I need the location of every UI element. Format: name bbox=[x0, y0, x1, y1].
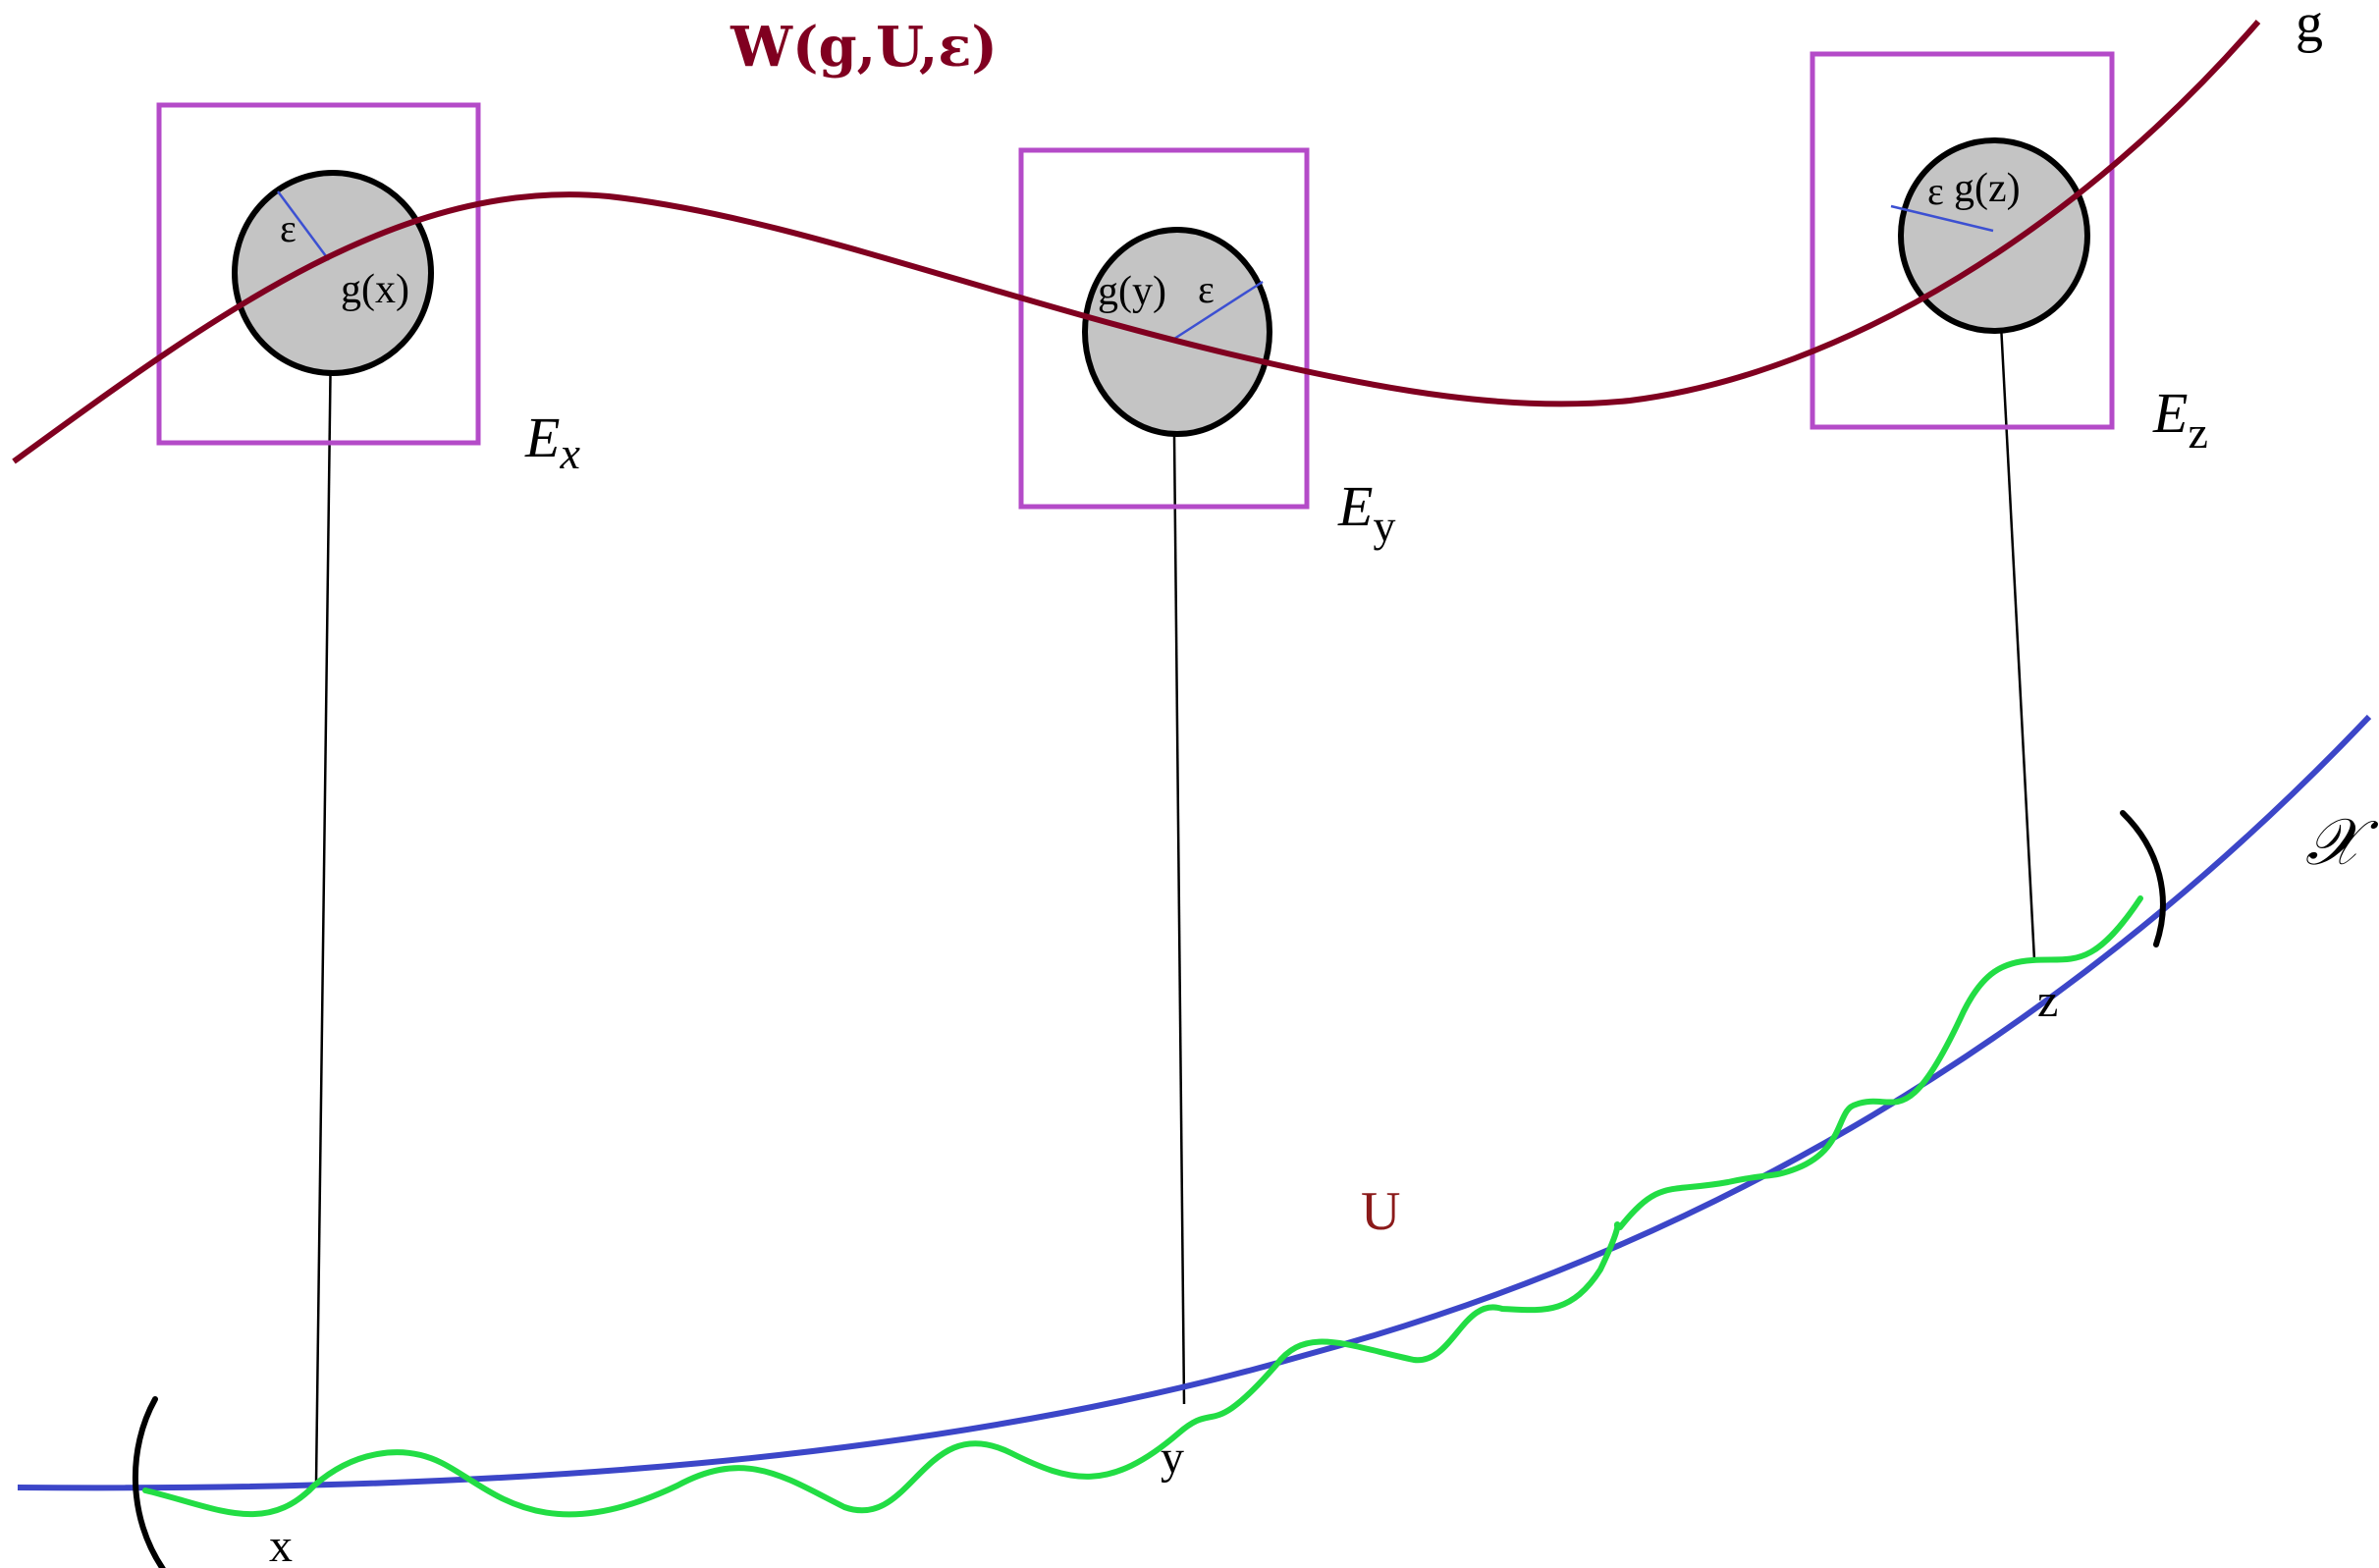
diagram-title: W(g,U,ε) bbox=[730, 15, 998, 80]
gx-label: g(x) bbox=[341, 267, 409, 312]
set-u-wavy-curve bbox=[142, 895, 2143, 1518]
radius-line-x bbox=[276, 190, 331, 261]
e-sub-x: x bbox=[559, 428, 580, 478]
neighborhood-box-z bbox=[1810, 51, 2115, 430]
point-z-label: z bbox=[2037, 975, 2058, 1027]
neighborhood-box-x bbox=[156, 102, 481, 446]
e-letter-x: E bbox=[524, 406, 560, 469]
neighborhood-box-y bbox=[1018, 147, 1310, 510]
projection-line-x bbox=[314, 259, 334, 1484]
projection-line-y bbox=[1171, 338, 1186, 1405]
epsilon-label-x: ε bbox=[280, 206, 297, 250]
set-u-label: U bbox=[1361, 1181, 1400, 1242]
e-sub-y: y bbox=[1373, 501, 1395, 551]
e-letter-y: E bbox=[1337, 474, 1373, 538]
epsilon-ball-y bbox=[1082, 227, 1272, 437]
space-x-curve bbox=[17, 714, 2372, 1491]
point-y-label: y bbox=[1161, 1432, 1184, 1484]
right-bracket bbox=[2120, 810, 2166, 947]
neighborhood-label-x: Ex bbox=[524, 406, 580, 478]
epsilon-label-y: ε bbox=[1198, 267, 1215, 311]
left-bracket bbox=[133, 1396, 166, 1568]
e-sub-z: z bbox=[2188, 407, 2207, 458]
space-x-label: 𝒳 bbox=[2305, 804, 2379, 880]
radius-line-y bbox=[1173, 280, 1264, 341]
curve-g-label: g bbox=[2296, 0, 2323, 54]
radius-line-z bbox=[1890, 204, 1994, 233]
gy-label: g(y) bbox=[1098, 269, 1166, 314]
e-letter-z: E bbox=[2152, 381, 2188, 445]
epsilon-label-z: ε bbox=[1927, 169, 1944, 213]
projection-line-z bbox=[1994, 230, 2036, 961]
epsilon-ball-x bbox=[232, 170, 434, 376]
neighborhood-label-z: Ez bbox=[2152, 381, 2208, 458]
neighborhood-label-y: Ey bbox=[1337, 474, 1395, 551]
gz-label: g(z) bbox=[1954, 166, 2021, 211]
function-g-curve bbox=[12, 20, 2261, 464]
point-x-label: x bbox=[269, 1520, 293, 1568]
